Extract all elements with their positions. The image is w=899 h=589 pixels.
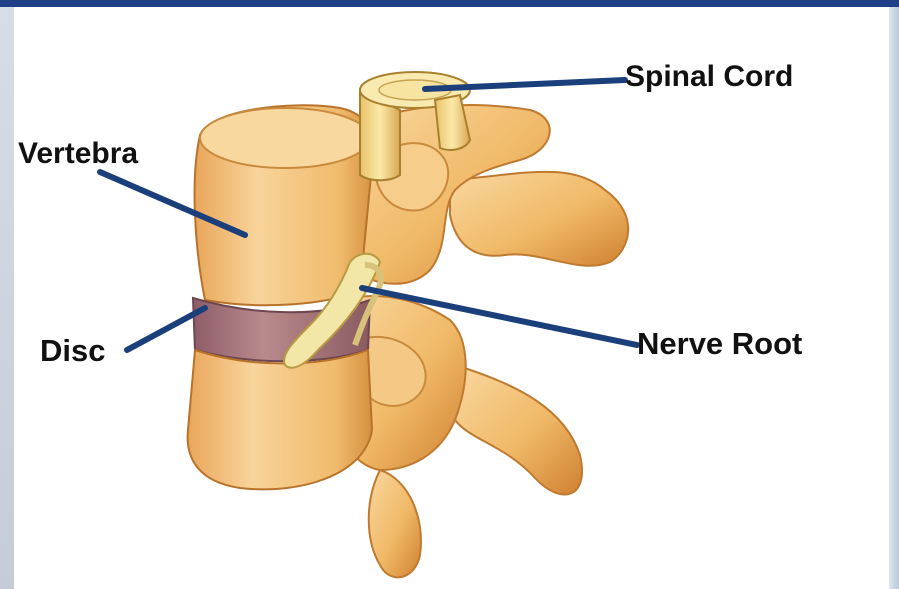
spinal-cord-label: Spinal Cord [625, 60, 793, 94]
vertebra-label: Vertebra [18, 137, 138, 171]
nerve-root-label: Nerve Root [637, 326, 802, 362]
disc-label: Disc [40, 333, 105, 369]
vertebra-body-lower [188, 350, 372, 489]
